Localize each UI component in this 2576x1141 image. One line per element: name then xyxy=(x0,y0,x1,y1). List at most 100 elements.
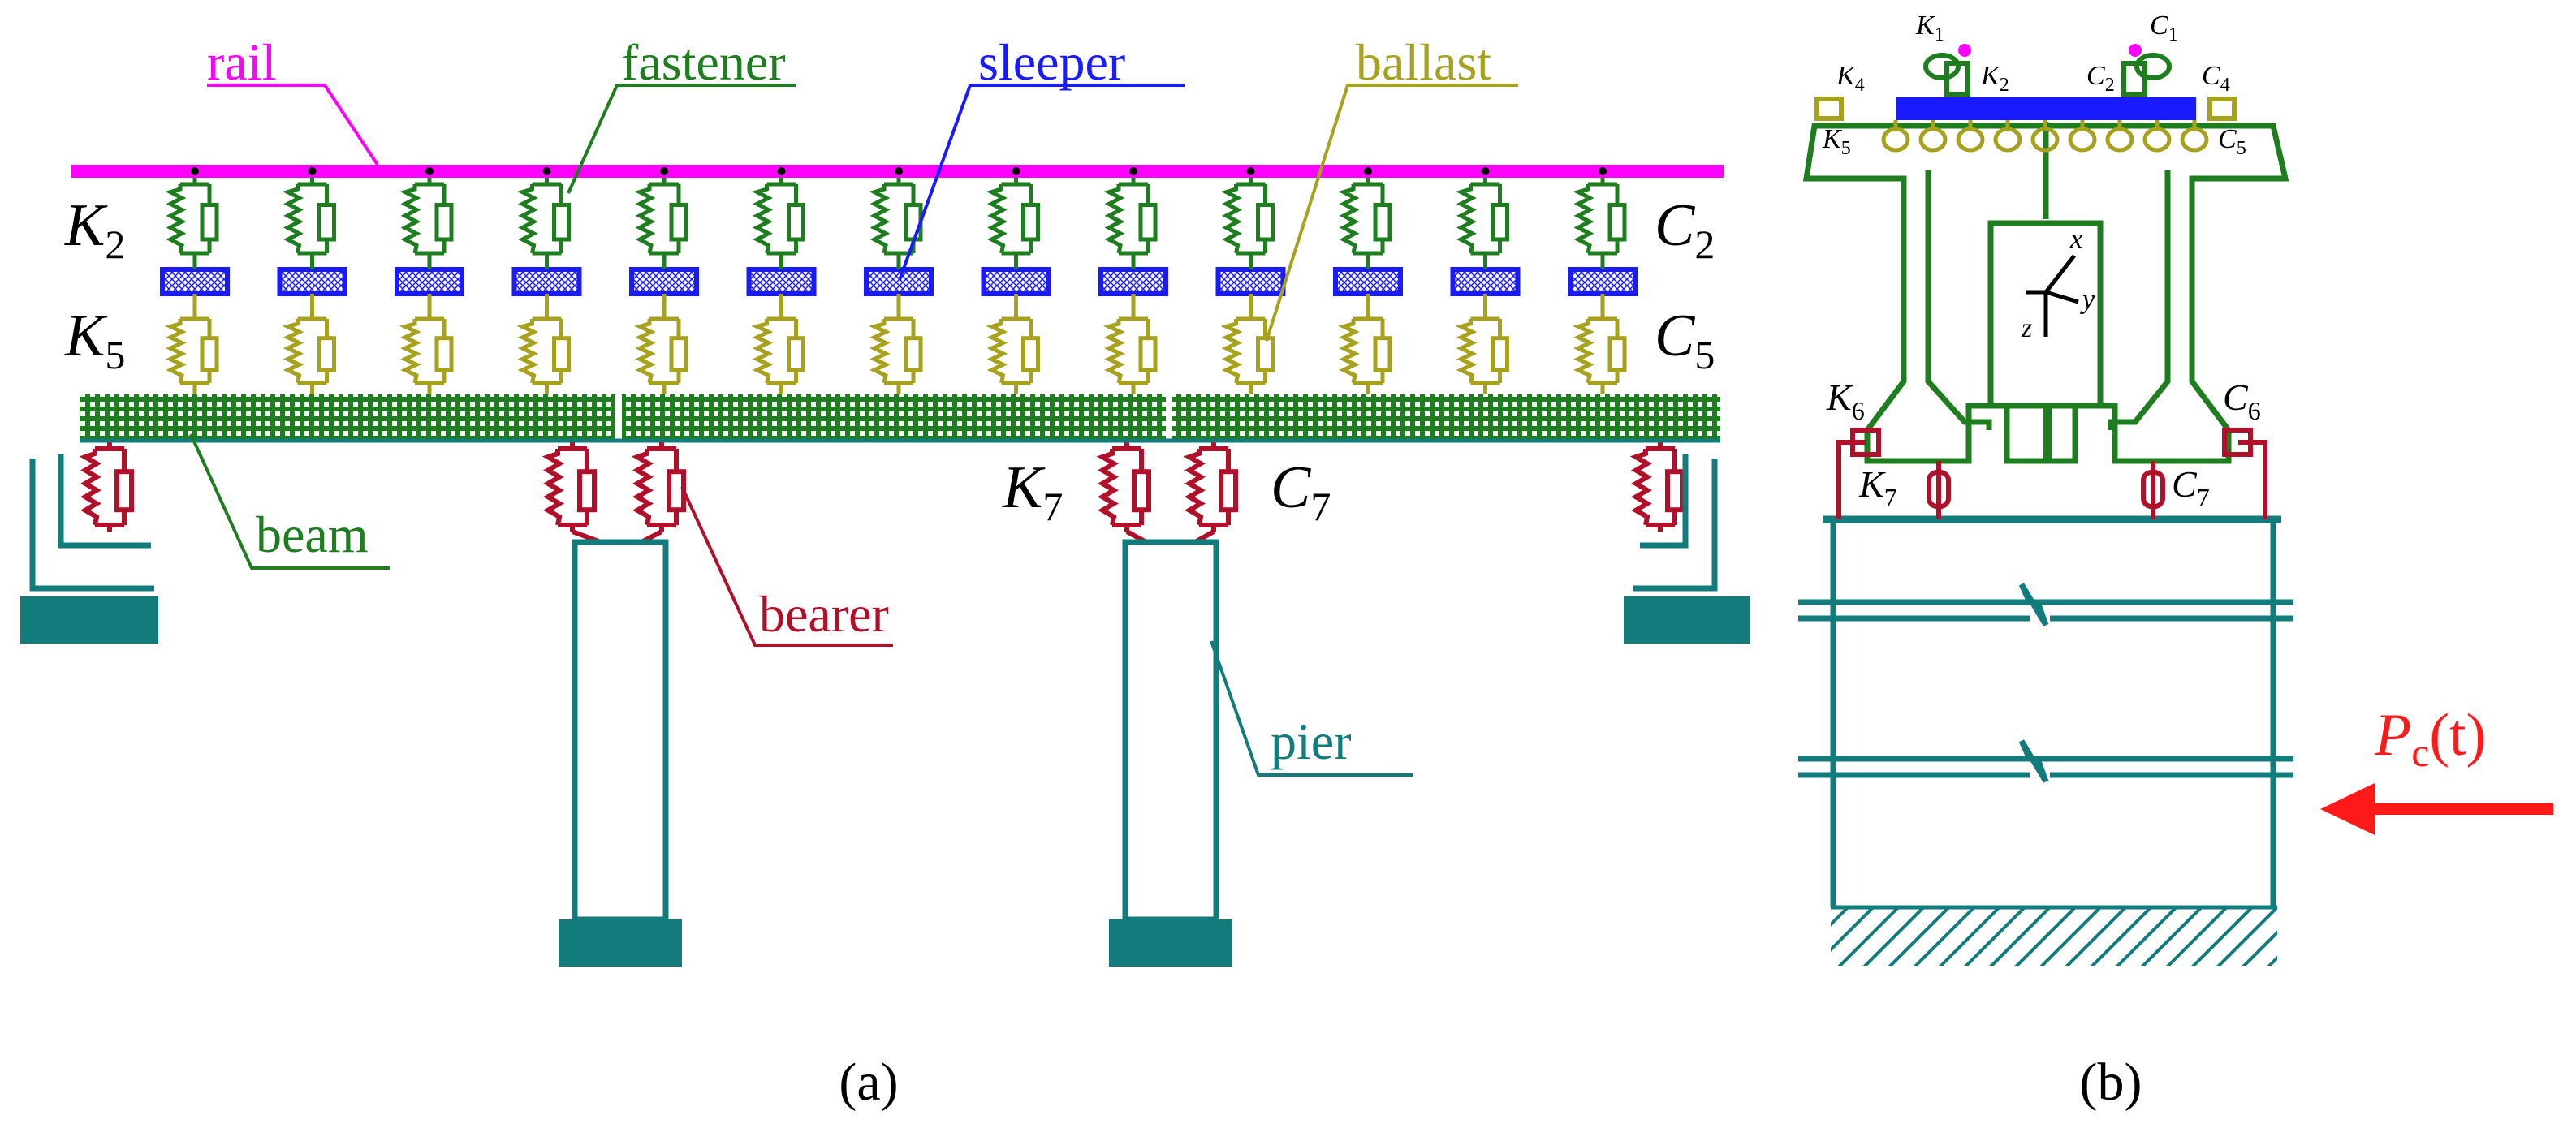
fastener-label: fastener xyxy=(621,33,786,91)
fastener-spring-1 xyxy=(165,178,219,260)
bearer-spring-5 xyxy=(1183,442,1238,532)
k2-symbol: K2 xyxy=(64,192,125,267)
fastener-spring-6 xyxy=(751,178,805,260)
ballast-spring-9 xyxy=(1102,312,1158,390)
bearer-supports xyxy=(79,442,1685,545)
ballast-springs xyxy=(1881,120,2209,153)
ballast-spring-b-3 xyxy=(1956,120,1985,153)
box-girder-section xyxy=(1802,122,2289,464)
abutment-right xyxy=(1624,454,1750,644)
pier-label: pier xyxy=(1271,713,1352,770)
sleeper-block-3 xyxy=(395,267,464,296)
pier-left xyxy=(559,539,682,967)
sleeper-block-13 xyxy=(1568,267,1638,296)
rail-node xyxy=(1599,167,1607,175)
track-units xyxy=(160,167,1638,394)
beam-label: beam xyxy=(256,506,369,563)
ballast-spring-b-9 xyxy=(2180,120,2209,153)
wheel-contact-right xyxy=(2129,44,2142,57)
sleeper-block-12 xyxy=(1450,267,1521,296)
bearer-spring-4 xyxy=(1096,442,1151,532)
bearer-label: bearer xyxy=(759,585,889,643)
c5-symbol: C5 xyxy=(1655,303,1715,377)
c7-symbol-b: C7 xyxy=(2172,463,2210,512)
sleeper-block-6 xyxy=(746,267,817,296)
lateral-force-arrow xyxy=(2320,783,2553,835)
fastener-spring-10 xyxy=(1220,178,1275,260)
fastener-spring-8 xyxy=(986,178,1040,260)
rail-node xyxy=(1012,167,1020,175)
bearer-spring-2 xyxy=(542,442,597,532)
c2-symbol: C2 xyxy=(1655,192,1715,267)
bearer-spring-1 xyxy=(79,442,134,532)
bearer-springs-b xyxy=(1836,428,2267,519)
ballast-spring-5 xyxy=(633,312,688,390)
ballast-spring-b-1 xyxy=(1881,120,1910,153)
k6-symbol: K6 xyxy=(1826,377,1865,425)
fastener-spring-11 xyxy=(1338,178,1392,260)
abutment-left xyxy=(20,454,158,644)
ballast-spring-b-6 xyxy=(2068,120,2097,153)
panel-a-caption: (a) xyxy=(839,1053,898,1112)
ballast-spring-7 xyxy=(868,312,923,390)
k7-symbol-b: K7 xyxy=(1858,463,1897,512)
ballast-spring-b-4 xyxy=(1993,120,2022,153)
ballast-spring-b-7 xyxy=(2105,120,2134,153)
sleeper-block-5 xyxy=(629,267,699,296)
fastener-spring-2 xyxy=(282,178,336,260)
c7-symbol: C7 xyxy=(1271,454,1331,529)
ballast-spring-11 xyxy=(1337,312,1392,390)
rail-node xyxy=(1364,167,1372,175)
ballast-spring-12 xyxy=(1455,312,1509,390)
rail-node xyxy=(425,167,434,175)
ballast-spring-13 xyxy=(1572,312,1627,390)
k4-symbol: K4 xyxy=(1836,61,1865,96)
ballast-label: ballast xyxy=(1356,33,1491,91)
panel-b-caption: (b) xyxy=(2080,1053,2142,1112)
sleeper-label: sleeper xyxy=(978,33,1125,91)
rail-node xyxy=(542,167,551,175)
k5-symbol-b: K5 xyxy=(1822,124,1851,159)
ballast-spring-b-2 xyxy=(1918,120,1948,153)
pier-right xyxy=(1109,539,1232,967)
c2-symbol-b: C2 xyxy=(2086,61,2115,96)
fastener-spring-13 xyxy=(1573,178,1627,260)
rail-node xyxy=(191,167,199,175)
ballast-spring-1 xyxy=(164,312,219,390)
sleeper-block-4 xyxy=(511,267,582,296)
pier-cross-section xyxy=(1798,515,2293,907)
ballast-spring-b-8 xyxy=(2142,120,2172,153)
ground-hatch xyxy=(1831,907,2277,966)
rail-node xyxy=(1246,167,1255,175)
k1-symbol: K1 xyxy=(1915,11,1944,45)
sleeper-block-11 xyxy=(1333,267,1403,296)
ballast-spring-8 xyxy=(986,312,1040,390)
rail-node xyxy=(308,167,317,175)
ballast-spring-10 xyxy=(1220,312,1275,390)
ballast-spring-4 xyxy=(516,312,571,390)
fastener-spring-5 xyxy=(634,178,688,260)
sleeper-slab xyxy=(1896,97,2196,120)
c6-symbol: C6 xyxy=(2223,377,2261,425)
axis-z-label: z xyxy=(2021,313,2032,343)
ballast-spring-b-5 xyxy=(2030,120,2060,153)
rail-node xyxy=(777,167,786,175)
rail-node xyxy=(1129,167,1137,175)
fastener-spring-12 xyxy=(1455,178,1509,260)
sleeper-block-8 xyxy=(981,267,1051,296)
force-label: Pc(t) xyxy=(2374,702,2486,775)
wheel-contact-left xyxy=(1958,44,1971,57)
leader-lines xyxy=(189,84,1518,777)
sleeper-block-9 xyxy=(1098,267,1168,296)
k2-symbol-b: K2 xyxy=(1980,61,2009,96)
ballast-spring-6 xyxy=(751,312,805,390)
ballast-spring-2 xyxy=(282,312,336,390)
axis-x-label: x xyxy=(2069,224,2082,254)
ballast-spring-3 xyxy=(399,312,454,390)
fastener-spring-7 xyxy=(869,178,923,260)
fastener-spring-4 xyxy=(516,178,571,260)
bearer-spring-3 xyxy=(631,442,686,532)
sleeper-block-2 xyxy=(277,267,347,296)
axes-icon xyxy=(2026,254,2079,337)
